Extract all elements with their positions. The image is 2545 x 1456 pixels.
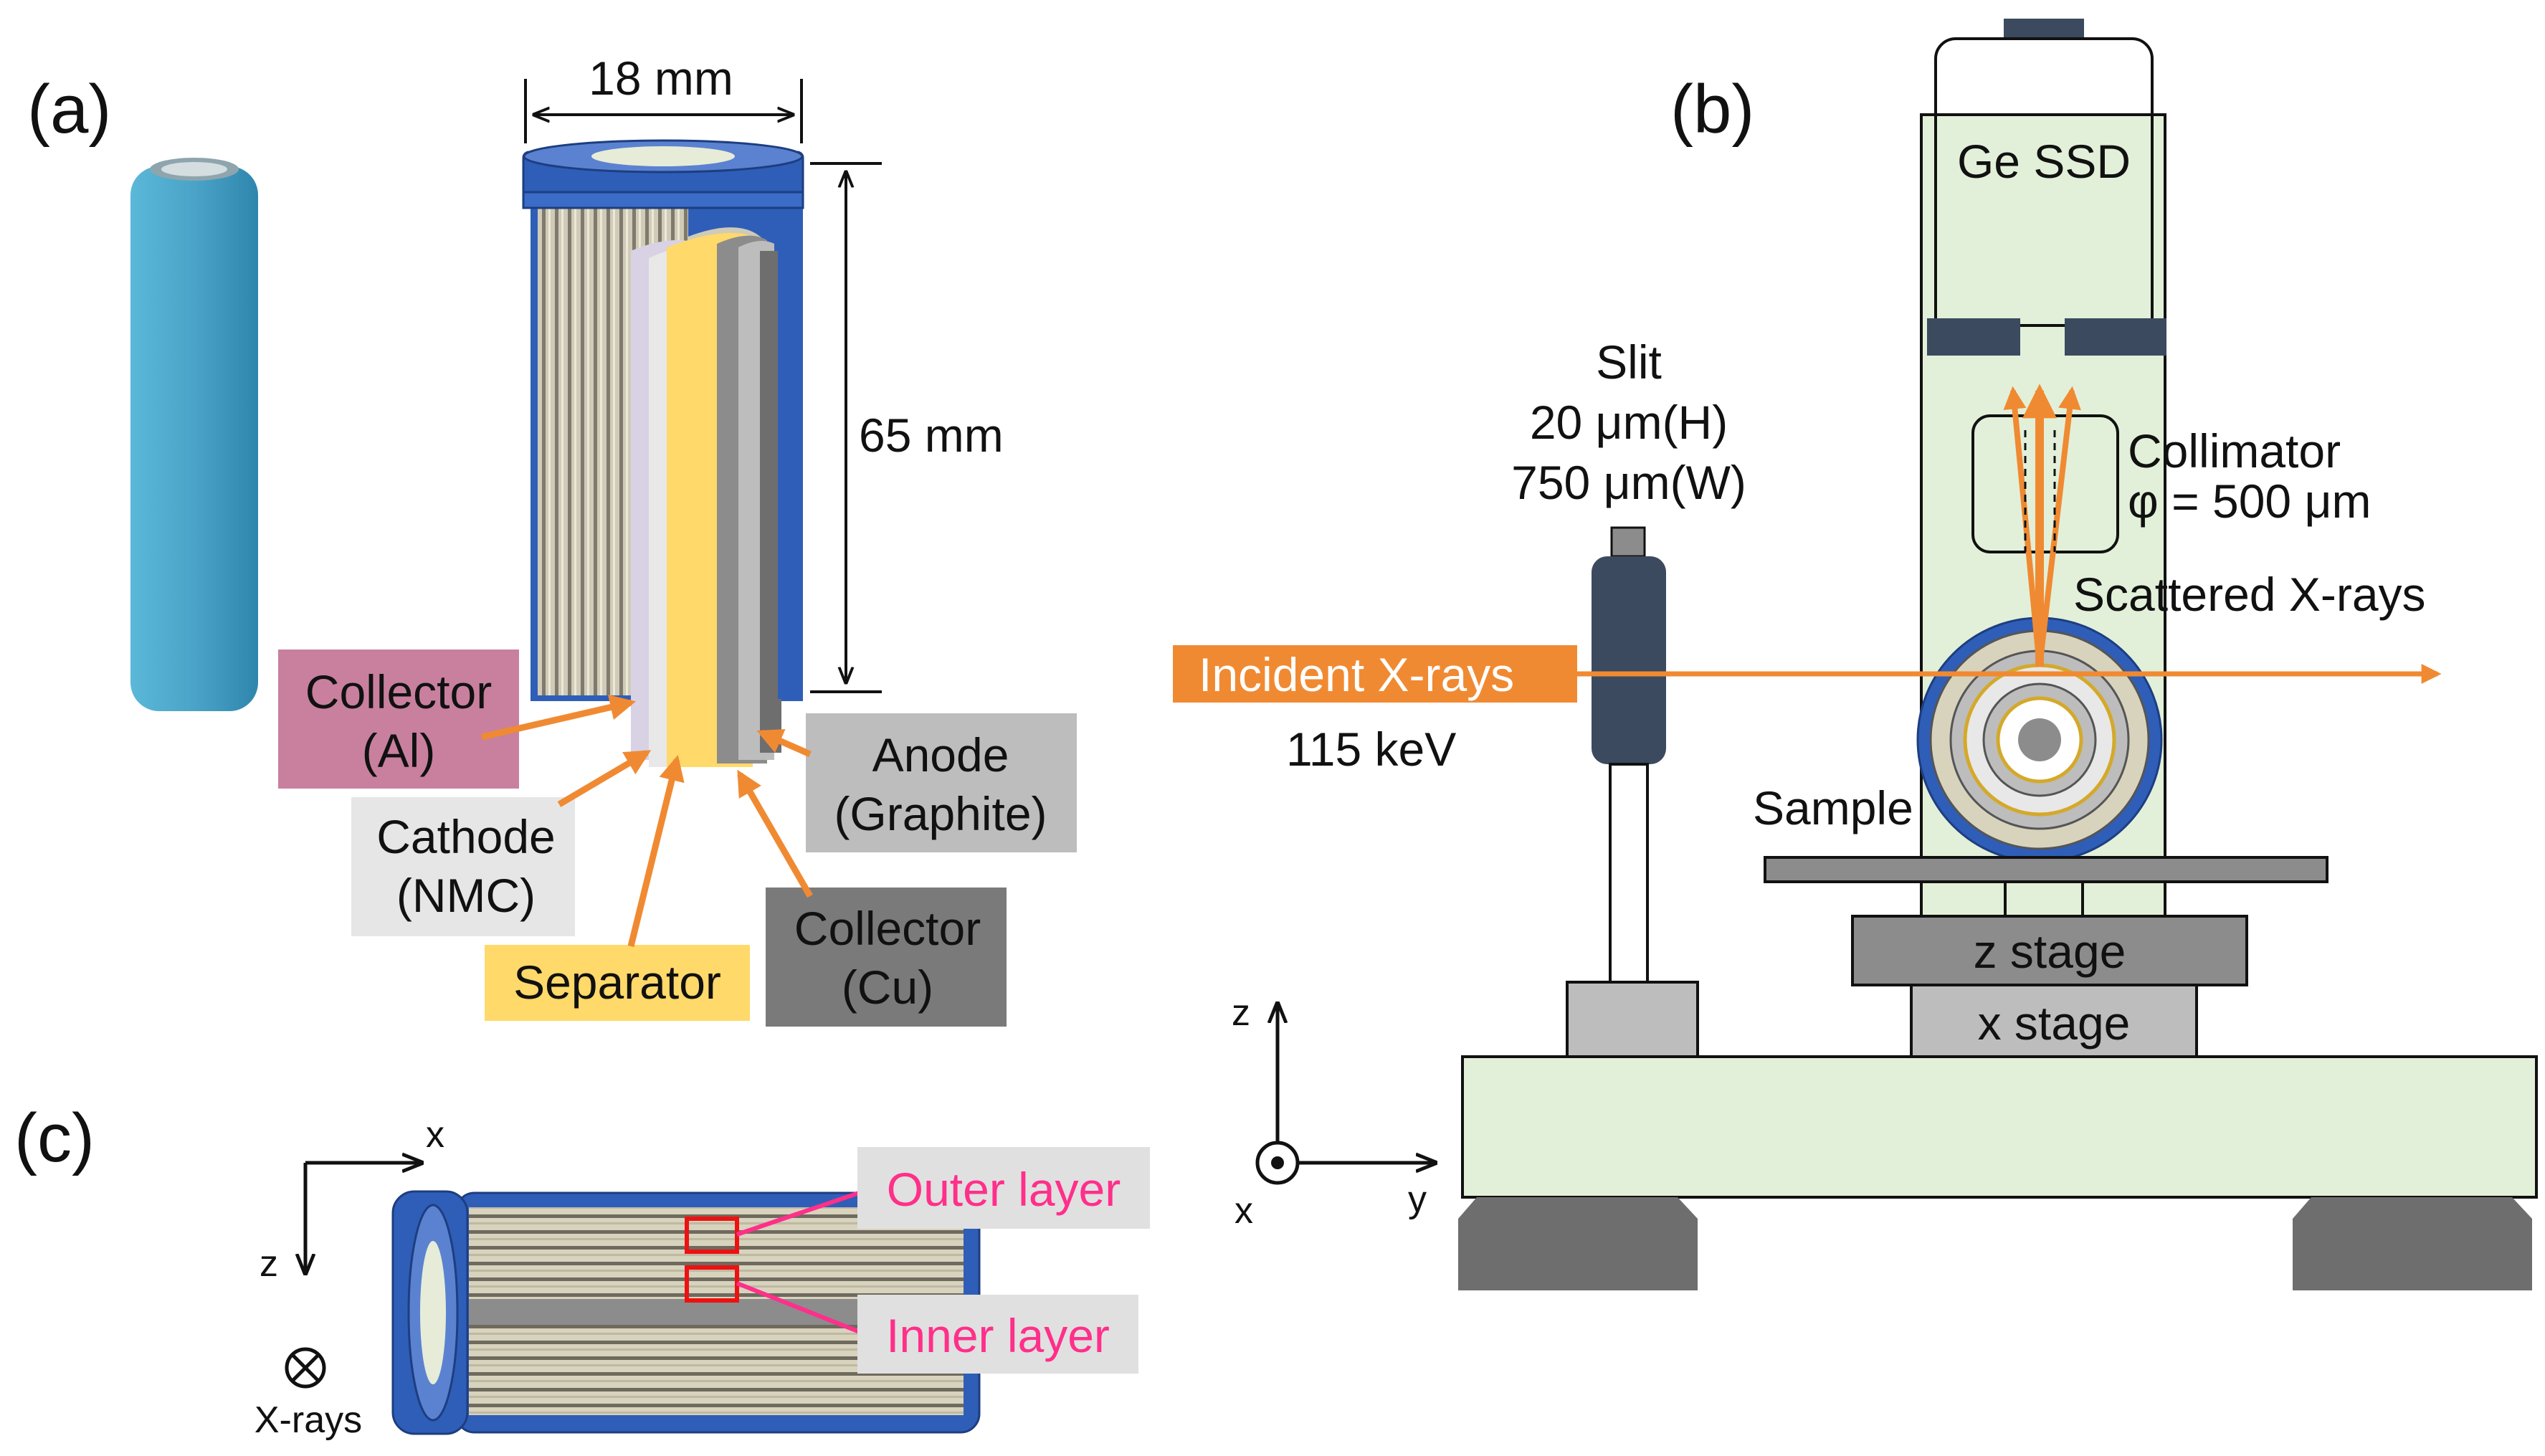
collimator-line2: φ = 500 μm xyxy=(2128,475,2371,528)
slit-line2: 20 μm(H) xyxy=(1530,396,1728,449)
axis-x-label: x xyxy=(1235,1190,1253,1232)
dimension-width-label: 18 mm xyxy=(589,52,733,105)
label-collector-al: Collector (Al) xyxy=(278,650,519,789)
axis-y-label: y xyxy=(1408,1179,1427,1220)
battery-photo xyxy=(130,158,258,711)
scattered-beam-right xyxy=(2037,386,2081,667)
collimator-line1: Collimator xyxy=(2128,424,2341,477)
xray-beams: Incident X-rays Scattered X-rays 115 keV xyxy=(1173,384,2442,776)
cathode-line1: Cathode xyxy=(376,810,556,863)
battery-cutaway xyxy=(522,139,804,767)
detector-label: Ge SSD xyxy=(1957,135,2131,188)
panel-b-letter: (b) xyxy=(1670,71,1754,148)
separator-text: Separator xyxy=(513,956,721,1009)
collector-al-line1: Collector xyxy=(305,665,492,718)
axes-c: x z X-rays xyxy=(255,1114,444,1441)
label-separator: Separator xyxy=(485,945,750,1021)
energy-label: 115 keV xyxy=(1286,723,1456,776)
incident-label: Incident X-rays xyxy=(1199,648,1514,701)
z-stage-label: z stage xyxy=(1974,925,2126,978)
scattered-beam-left xyxy=(2003,386,2042,667)
anode-line2: (Graphite) xyxy=(834,787,1047,840)
panel-c-letter: (c) xyxy=(14,1100,95,1176)
scattered-label: Scattered X-rays xyxy=(2073,568,2426,621)
slit-line3: 750 μm(W) xyxy=(1511,456,1746,509)
xrays-label: X-rays xyxy=(255,1399,362,1441)
component-arrows xyxy=(480,694,813,948)
c-axis-x-label: x xyxy=(426,1114,444,1156)
layer-labels: Outer layer Inner layer xyxy=(857,1147,1150,1374)
incident-beam xyxy=(1173,645,1577,703)
outer-layer-label: Outer layer xyxy=(887,1163,1121,1216)
axis-z-label: z xyxy=(1232,992,1250,1034)
collector-cu-line2: (Cu) xyxy=(842,961,933,1014)
dimension-height: 65 mm xyxy=(810,162,1004,693)
anode-line1: Anode xyxy=(872,728,1009,781)
outer-layer-box xyxy=(685,1217,739,1254)
inner-layer-label: Inner layer xyxy=(886,1309,1110,1362)
label-collector-cu: Collector (Cu) xyxy=(766,888,1007,1027)
sample-cross-section: Sample xyxy=(1753,617,2163,863)
label-anode: Anode (Graphite) xyxy=(806,713,1077,852)
dimension-height-label: 65 mm xyxy=(859,409,1004,462)
cathode-line2: (NMC) xyxy=(396,869,536,922)
slit-assembly: Slit 20 μm(H) 750 μm(W) xyxy=(1511,336,1746,1058)
axes-b: z y x xyxy=(1232,992,1435,1232)
x-stage-label: x stage xyxy=(1978,996,2131,1050)
dimension-width: 18 mm xyxy=(524,52,803,143)
panel-a-letter: (a) xyxy=(27,71,111,148)
slit-line1: Slit xyxy=(1596,336,1662,389)
collimator: Collimator φ = 500 μm xyxy=(1971,414,2371,553)
collector-al-line2: (Al) xyxy=(362,724,436,777)
stages: z stage x stage xyxy=(1458,856,2538,1290)
collector-cu-line1: Collector xyxy=(794,902,981,955)
c-axis-z-label: z xyxy=(260,1243,278,1285)
label-cathode: Cathode (NMC) xyxy=(351,797,575,936)
sample-label: Sample xyxy=(1753,781,1913,834)
